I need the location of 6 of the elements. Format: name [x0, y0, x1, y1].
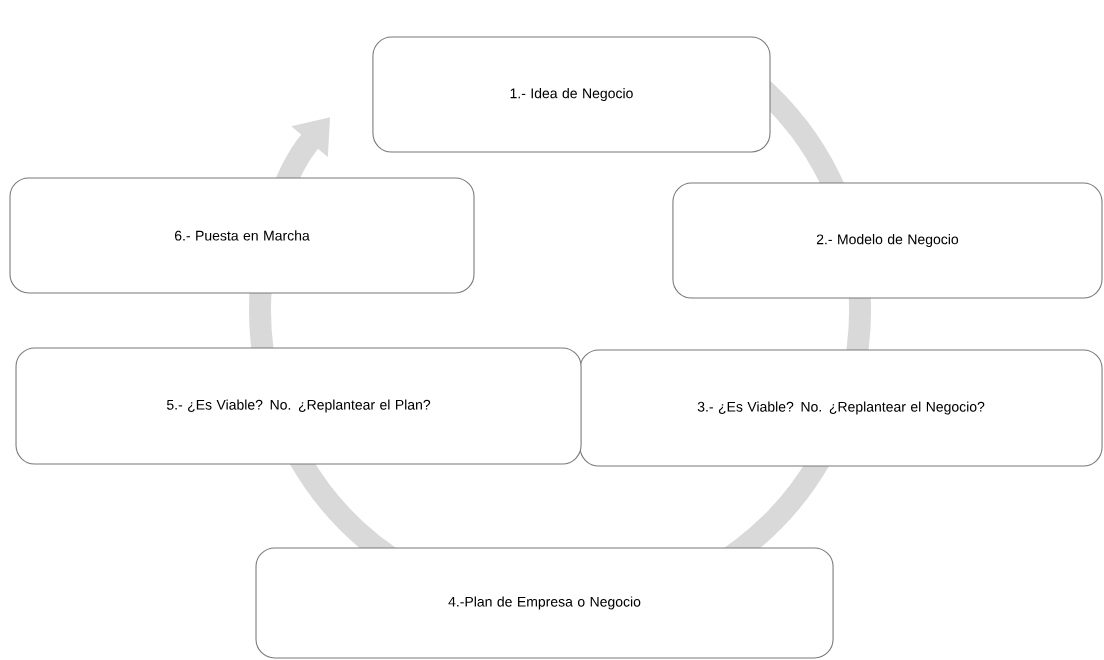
process-box: 2.- Modelo de Negocio — [672, 182, 1103, 299]
process-box: 3.- ¿Es Viable? No. ¿Replantear el Negocio? — [579, 349, 1103, 467]
process-box: 6.- Puesta en Marcha — [9, 177, 475, 294]
process-box: 1.- Idea de Negocio — [372, 36, 771, 153]
process-box: 4.-Plan de Empresa o Negocio — [255, 547, 834, 659]
process-box: 5.- ¿Es Viable? No. ¿Replantear el Plan? — [15, 347, 582, 465]
